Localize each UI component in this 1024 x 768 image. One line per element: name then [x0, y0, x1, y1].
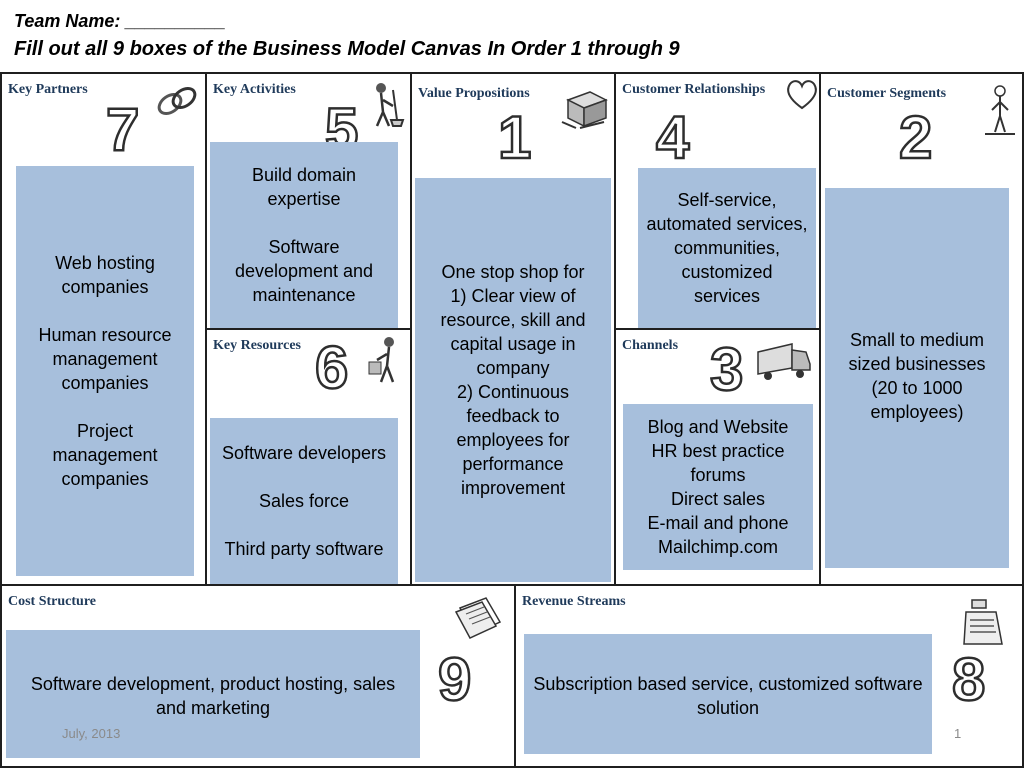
- value-propositions-box[interactable]: One stop shop for 1) Clear view of resou…: [415, 178, 611, 582]
- key-activities-title: Key Activities: [213, 82, 296, 97]
- customer-relationships-section: Customer Relationships 4 Self-service, a…: [614, 72, 821, 332]
- key-partners-box[interactable]: Web hosting companies Human resource man…: [16, 166, 194, 576]
- channels-box[interactable]: Blog and Website HR best practice forums…: [623, 404, 813, 570]
- cost-structure-number: 9: [437, 646, 473, 713]
- channels-section: Channels 3 Blog and Website HR best prac…: [614, 328, 821, 586]
- cost-structure-text: Software development, product hosting, s…: [30, 674, 396, 718]
- gift-box-icon: [561, 91, 608, 129]
- key-partners-title: Key Partners: [8, 82, 88, 97]
- worker-icon: [368, 337, 395, 383]
- key-activities-text: Build domain expertise Software developm…: [234, 165, 374, 305]
- value-propositions-section: Value Propositions 1 One stop shop for 1…: [410, 72, 616, 586]
- channels-text: Blog and Website HR best practice forums…: [647, 417, 789, 557]
- key-resources-title: Key Resources: [213, 338, 301, 353]
- key-resources-text: Software developers Sales force Third pa…: [221, 443, 387, 559]
- key-activities-section: Key Activities 5 Build domain expertise …: [205, 72, 412, 332]
- person-icon: [985, 85, 1015, 135]
- value-propositions-number: 1: [497, 104, 533, 171]
- customer-relationships-box[interactable]: Self-service, automated services, commun…: [638, 168, 816, 328]
- revenue-streams-number: 8: [951, 646, 987, 713]
- key-partners-number: 7: [105, 96, 141, 163]
- customer-relationships-title: Customer Relationships: [622, 82, 766, 97]
- page-number: 1: [954, 726, 962, 741]
- key-resources-box[interactable]: Software developers Sales force Third pa…: [210, 418, 398, 584]
- key-partners-section: Key Partners 7 Web hosting companies Hum…: [0, 72, 207, 586]
- value-propositions-text: One stop shop for 1) Clear view of resou…: [440, 262, 586, 498]
- cost-structure-box[interactable]: Software development, product hosting, s…: [6, 630, 420, 758]
- customer-relationships-number: 4: [655, 104, 691, 171]
- chain-icon: [157, 86, 197, 116]
- slide-header: Team Name: __________ Fill out all 9 box…: [14, 10, 680, 62]
- key-resources-number: 6: [314, 334, 350, 401]
- customer-segments-section: Customer Segments 2 Small to medium size…: [819, 72, 1024, 586]
- cost-structure-title: Cost Structure: [8, 594, 97, 609]
- channels-number: 3: [709, 336, 745, 403]
- cash-register-icon: [963, 599, 1003, 645]
- paper-stack-icon: [454, 597, 502, 639]
- footer-date: July, 2013: [62, 726, 121, 741]
- customer-segments-box[interactable]: Small to medium sized businesses (20 to …: [825, 188, 1009, 568]
- revenue-streams-title: Revenue Streams: [522, 594, 626, 609]
- revenue-streams-section: Revenue Streams 8 Subscription based ser…: [514, 584, 1024, 768]
- key-activities-box[interactable]: Build domain expertise Software developm…: [210, 142, 398, 328]
- value-propositions-title: Value Propositions: [418, 86, 530, 101]
- heart-icon: [787, 80, 817, 110]
- instruction-title: Fill out all 9 boxes of the Business Mod…: [14, 38, 680, 60]
- key-resources-section: Key Resources 6 Software developers Sale…: [205, 328, 412, 586]
- cost-structure-section: Cost Structure 9 Software development, p…: [0, 584, 516, 768]
- revenue-streams-text: Subscription based service, customized s…: [533, 674, 923, 718]
- team-name-field: Team Name: __________: [14, 11, 226, 31]
- customer-segments-number: 2: [898, 104, 934, 171]
- revenue-streams-box[interactable]: Subscription based service, customized s…: [524, 634, 932, 754]
- broom-icon: [375, 83, 405, 127]
- customer-relationships-text: Self-service, automated services, commun…: [646, 190, 808, 306]
- key-partners-text: Web hosting companies Human resource man…: [38, 253, 172, 489]
- customer-segments-title: Customer Segments: [827, 86, 947, 101]
- truck-icon: [757, 343, 811, 380]
- channels-title: Channels: [622, 338, 679, 353]
- customer-segments-text: Small to medium sized businesses (20 to …: [848, 330, 986, 422]
